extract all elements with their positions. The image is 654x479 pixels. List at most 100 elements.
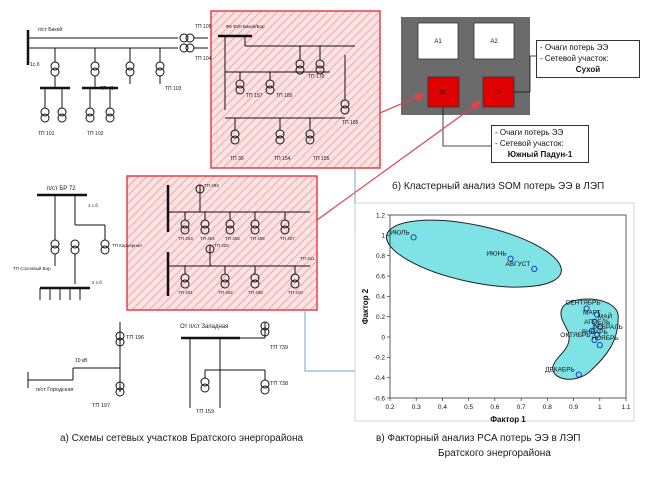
scheme-label-substation-br72: п/ст БР 72 [47,186,76,192]
scheme-label-tp405: ТП 405 [225,236,240,241]
cluster-label: МАЙ [598,312,613,321]
scheme-label-tp401: ТП 401 [178,290,193,295]
som-cell-a2-label: A2 [490,39,498,45]
scheme-label-tp420: ТП 420 [214,243,229,248]
y-tick-label: 1 [381,233,385,240]
som-link-1 [514,55,536,93]
som-cell-c2 [482,76,515,108]
scheme-label-bus: 1с.б [30,62,40,68]
scheme-label-tp40: ТП 40 [100,86,114,92]
data-point [591,336,598,344]
scheme-label-tp403: ТП 403 [178,236,193,241]
network-scheme-top-left [26,30,208,123]
scheme-label-tp104: ТП 104 [195,56,212,62]
scheme-label-tp36: ТП 36 [230,156,244,162]
scheme-label-tp739: ТП 739 [270,345,289,351]
data-point [594,331,601,339]
data-label: СЕНТЯБРЬ [566,300,601,307]
som-legend-sukhoy-line1: - Очаги потерь ЭЭ [540,43,609,52]
x-tick-label: 1 [598,404,602,411]
scheme-label-tp157: ТП 157 [246,93,263,99]
som-legend-yuzhny-line1: - Очаги потерь ЭЭ [495,128,564,137]
y-tick-label: -0.2 [374,355,386,362]
cluster-label: ФЕВРАЛЬ [592,324,623,331]
data-point [596,323,603,330]
scheme-label-tp170: ТП 170 [308,74,325,80]
scheme-label-tp404: ТП 404 [200,236,215,241]
scheme-label-tp159: ТП 159 [196,409,215,415]
scheme-label-tp180: ТП 180 [276,93,293,99]
som-legend-yuzhny-padun: - Очаги потерь ЭЭ - Сетевой участок: Южн… [491,125,589,163]
y-tick-label: 0.6 [376,273,385,280]
som-legend-sukhoy-line2: - Сетевой участок: [540,54,609,63]
scheme-label-gorodskaya: п/ст Городская [36,387,74,393]
cluster-label: АПРЕЛЬ [584,319,610,326]
som-legend-sukhoy-name: Сухой [575,65,601,74]
network-scheme-bottom [27,321,270,408]
y-tick-label: -0.4 [374,375,386,382]
x-tick-label: 0.8 [543,404,552,411]
scheme-label-tp411: ТП 411 [300,256,315,261]
data-label: ИЮНЬ [486,251,506,258]
y-tick-label: 0.4 [376,294,385,301]
x-tick-label: 0.5 [464,404,473,411]
data-point [507,255,514,262]
scheme-label-feeder: Ф6 Ф20 Бикей/Бор [226,24,265,29]
som-cell-a2 [473,22,515,60]
som-legend-sukhoy: - Очаги потерь ЭЭ - Сетевой участок: Сух… [536,40,640,78]
som-cell-b1 [427,76,460,108]
plot-frame [389,214,627,399]
data-point [575,371,582,378]
scheme-label-from-zapadnaya: От п/ст Западная [180,324,229,330]
y-tick-label: 1.2 [376,212,385,219]
scheme-label-tp102: ТП 102 [87,131,104,137]
cluster-summer [386,219,562,288]
data-point [588,327,596,334]
y-tick-label: -0.6 [374,395,386,402]
data-point [594,311,601,318]
scheme-label-tp103: ТП 103 [165,86,182,92]
som-cell-a1-label: A1 [434,39,442,45]
data-point [596,342,603,349]
som-cell-b1-label: B1 [440,90,446,96]
scheme-label-tp408: ТП 408 [248,290,263,295]
som-legend-yuzhny-line2: - Сетевой участок: [495,139,564,148]
scheme-label-tp738: ТП 738 [270,381,289,387]
arrow-red-bottom [316,101,481,221]
scheme-label-karernaya: ТП Карьерная [112,243,142,248]
cluster-label: МАРТ [583,310,601,317]
data-label: ОКТЯБРЬ [560,332,590,339]
x-tick-label: 0.9 [569,404,578,411]
data-point [583,305,590,312]
x-tick-label: 0.7 [517,404,526,411]
scheme-label-sosnovy-bor: ТП Сосновый Бор [13,266,51,271]
data-label: АВГУСТ [505,261,530,268]
scheme-label-tp101: ТП 101 [38,131,55,137]
cluster-winter [552,298,619,380]
y-tick-label: 0 [381,334,385,341]
scheme-label-tp406: ТП 406 [250,236,265,241]
scheme-label-tp493: ТП 493 [204,183,219,188]
scheme-label-substation-bikey: п/ст Бикей [38,27,63,33]
x-tick-label: 0.2 [385,404,394,411]
network-scheme-top-middle [218,34,355,145]
scheme-label-tp105: ТП 105 [195,24,212,30]
scheme-label-bus1: 1 с.б [88,203,98,208]
y-tick-label: 0.8 [376,253,385,260]
x-tick-label: 1.1 [621,404,630,411]
pca-chart: 0.2 0.3 0.4 0.5 0.6 0.7 0.8 0.9 1 1.1 1.2 1 0.8 0.6 0.… [361,212,631,424]
scheme-label-tp155: ТП 155 [313,156,330,162]
som-link-2 [442,107,491,147]
scheme-label-tp402: ТП 402 [218,290,233,295]
x-tick-label: 0.4 [438,404,447,411]
som-legend-yuzhny-name: Южный Падун-1 [507,150,573,159]
cluster-label: ЯНВАРЬ [581,329,607,336]
scheme-label-tp197: ТП 197 [92,403,111,409]
scheme-label-tp196: ТП 196 [126,335,145,341]
scheme-label-tp407: ТП 407 [280,236,295,241]
arrow-red-top [379,92,426,114]
highlight-region-bottom [126,175,318,311]
x-tick-label: 0.3 [412,404,421,411]
x-tick-label: 0.6 [490,404,499,411]
som-cell-c2-label: C2 [495,90,502,96]
